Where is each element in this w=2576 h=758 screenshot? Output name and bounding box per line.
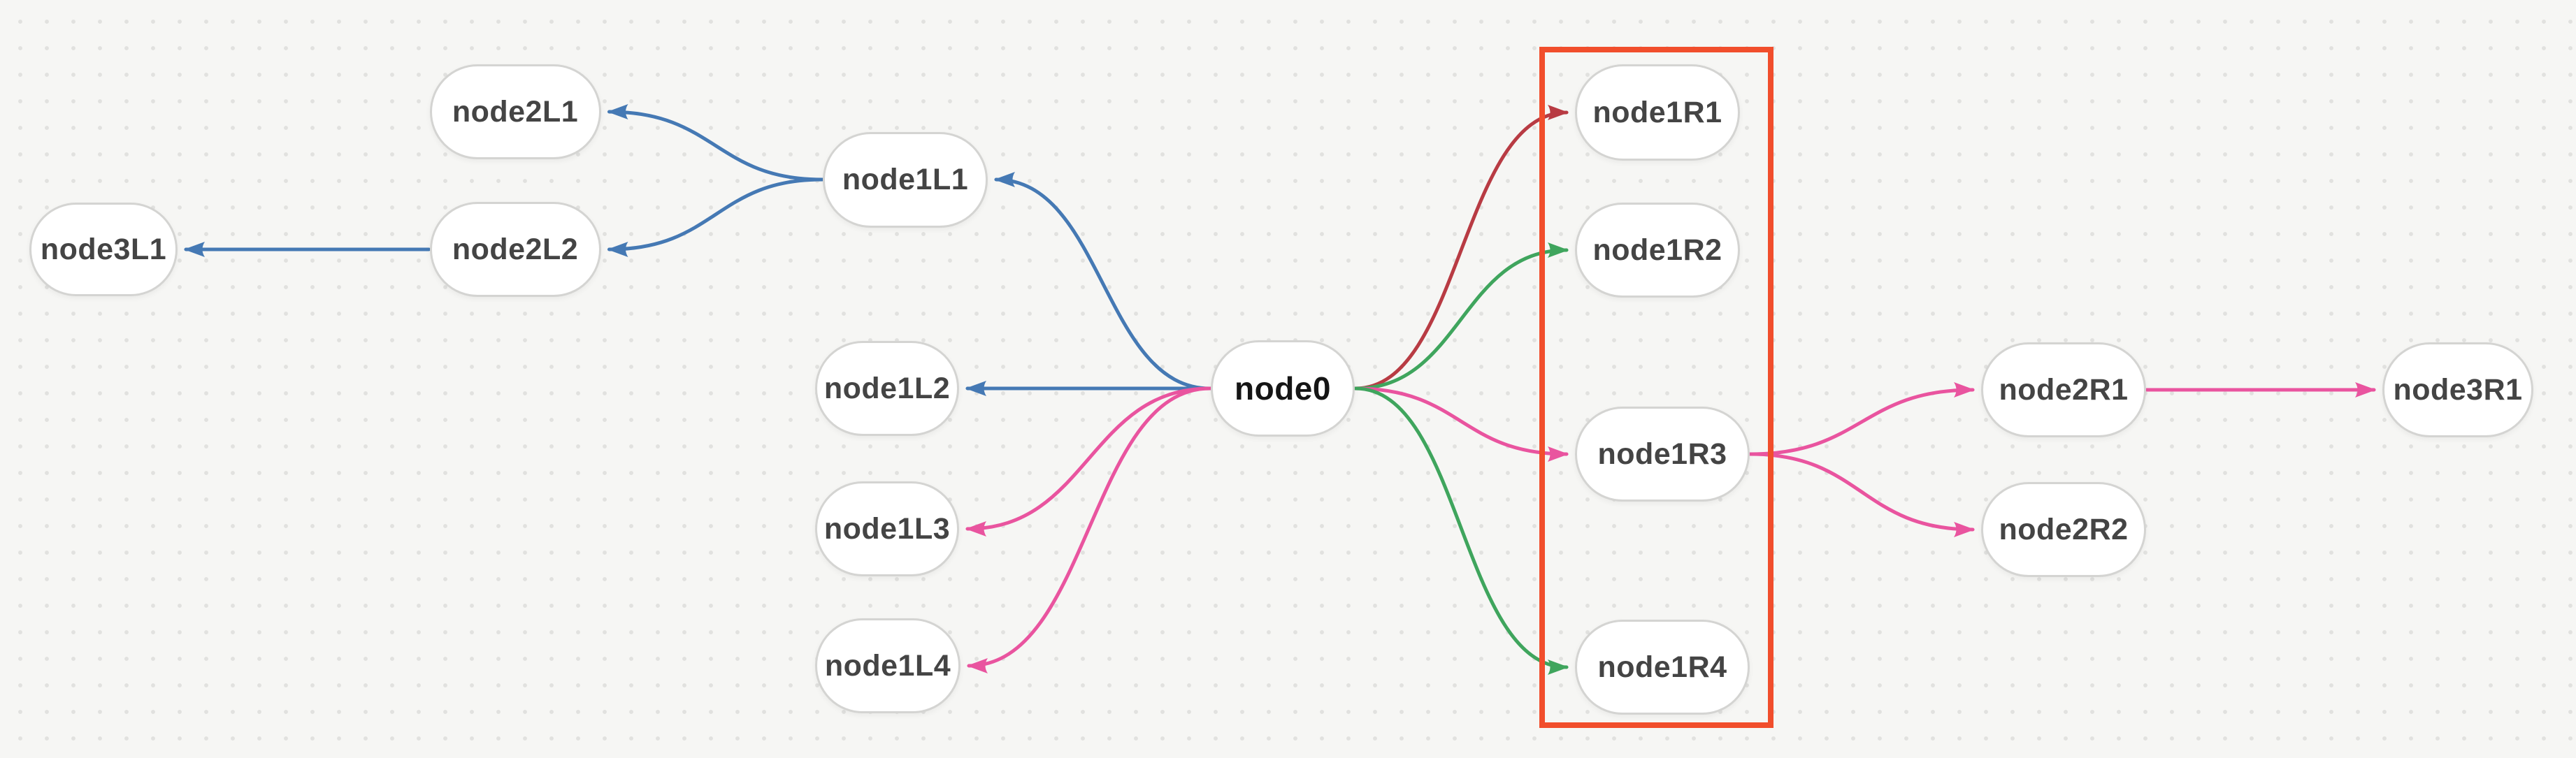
node-node1L4[interactable]: node1L4 (815, 618, 960, 713)
node-node1R3[interactable]: node1R3 (1575, 407, 1750, 502)
edge-node0-node1L1 (994, 172, 1212, 391)
node-node3R1[interactable]: node3R1 (2382, 342, 2533, 437)
node-node2R2[interactable]: node2R2 (1981, 482, 2146, 577)
edge-node0-node1L3 (965, 386, 1212, 537)
node-node1L3[interactable]: node1L3 (815, 481, 959, 576)
node-node1R4[interactable]: node1R4 (1575, 620, 1750, 715)
edge-node0-node1R1 (1353, 105, 1569, 391)
node-node1R2[interactable]: node1R2 (1575, 203, 1740, 298)
edge-node0-node1L4 (967, 386, 1212, 673)
edge-node1L1-node2L2 (607, 177, 824, 257)
edge-node1R3-node2R2 (1748, 452, 1975, 537)
node-node2L1[interactable]: node2L1 (429, 64, 601, 159)
node-node0[interactable]: node0 (1211, 340, 1355, 437)
edge-node0-node1R3 (1353, 386, 1569, 462)
edge-node0-node1R4 (1353, 386, 1569, 675)
node-node1R1[interactable]: node1R1 (1575, 64, 1740, 161)
edge-node1L1-node2L1 (607, 104, 824, 182)
node-node3L1[interactable]: node3L1 (29, 203, 178, 296)
node-node2R1[interactable]: node2R1 (1981, 342, 2146, 437)
edge-node1R3-node2R1 (1748, 382, 1975, 456)
edge-node0-node1R2 (1353, 242, 1569, 391)
node-node1L1[interactable]: node1L1 (823, 131, 988, 228)
node-node1L2[interactable]: node1L2 (815, 341, 959, 436)
node-node2L2[interactable]: node2L2 (429, 202, 601, 297)
highlight-rectangle (1539, 47, 1773, 728)
